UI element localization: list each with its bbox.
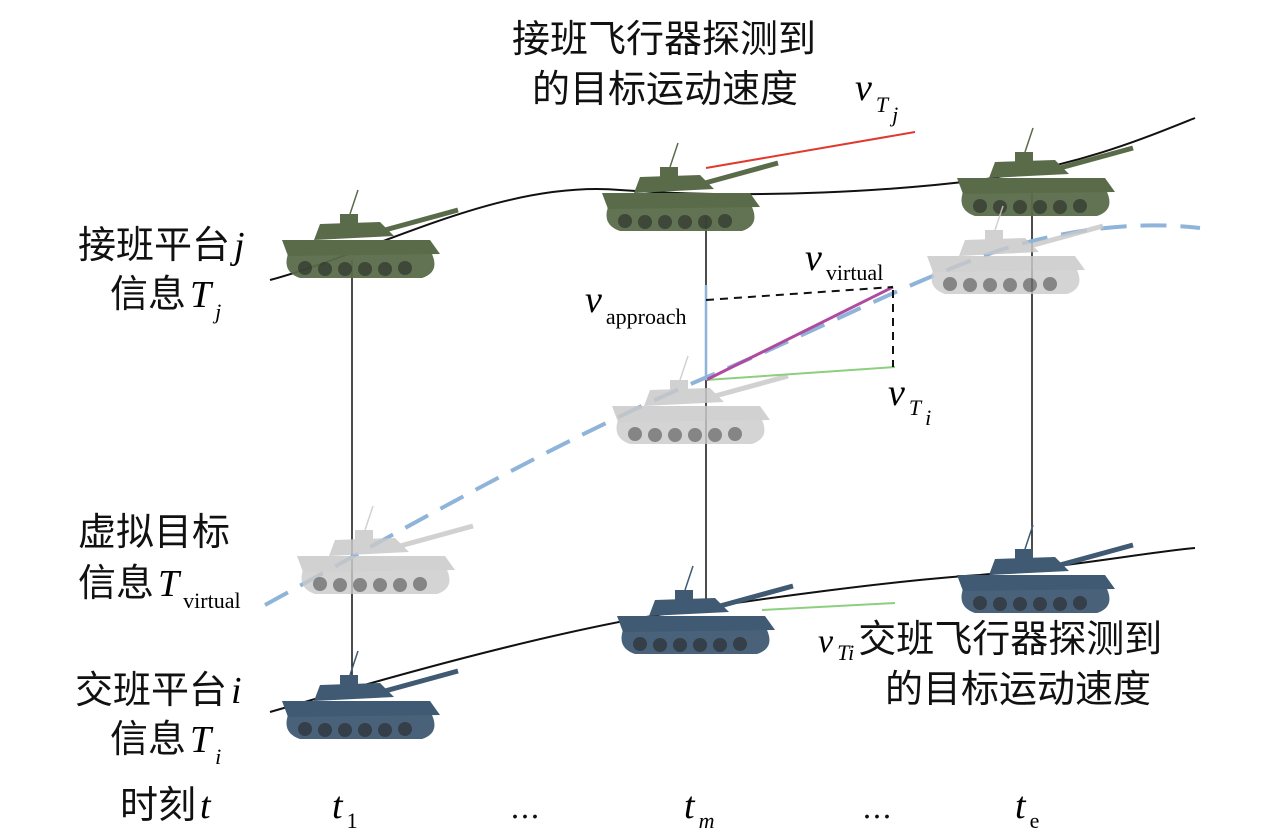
- handover-platform-line1: 接班平台 j: [78, 223, 245, 267]
- time-tick-ellipsis-2: …: [862, 791, 892, 826]
- tank-icon: [282, 190, 458, 278]
- tank-icon: [282, 651, 458, 739]
- handoff-platform-line1: 交班平台 i: [75, 668, 242, 712]
- tank-icon: [927, 206, 1103, 294]
- time-tick-ellipsis-1: …: [510, 791, 540, 826]
- handover-info: 信息 T j: [110, 272, 221, 324]
- tank-icon: [957, 525, 1133, 613]
- v-virtual-vector: [705, 285, 894, 382]
- virtual-info: 信息 T virtual: [78, 561, 241, 613]
- tank-icon: [297, 506, 473, 594]
- handoff-detect-line1: v Ti 交班飞行器探测到: [818, 617, 1162, 665]
- tank-icon: [957, 128, 1133, 216]
- v-Ti-vector-lower: [761, 602, 896, 611]
- v-Ti-vector: [705, 366, 896, 381]
- handover-detect-line1: 接班飞行器探测到: [512, 17, 816, 61]
- v-virtual-dashed: [705, 286, 894, 301]
- handover-detect-line2: 的目标运动速度: [532, 67, 798, 111]
- handoff-info: 信息 T i: [110, 717, 221, 769]
- v-approach-label: v approach: [585, 279, 687, 329]
- time-tick-t1: t 1: [332, 785, 358, 833]
- time-label: 时刻 t: [120, 783, 212, 827]
- handoff-detect-line2: 的目标运动速度: [885, 667, 1151, 711]
- v-Tj-vector: [705, 131, 916, 169]
- v-Tj-label: v T j: [855, 67, 898, 127]
- handover-track: [269, 117, 1196, 281]
- time-tick-tm: t m: [684, 785, 714, 833]
- time-tick-te: t e: [1015, 785, 1039, 833]
- tank-icon: [612, 356, 788, 444]
- virtual-line1: 虚拟目标: [78, 510, 230, 554]
- v-virtual-label: v virtual: [805, 237, 883, 285]
- v-Ti-label: v T i: [888, 372, 931, 430]
- tank-icon: [602, 143, 778, 231]
- handoff-track: [269, 547, 1196, 713]
